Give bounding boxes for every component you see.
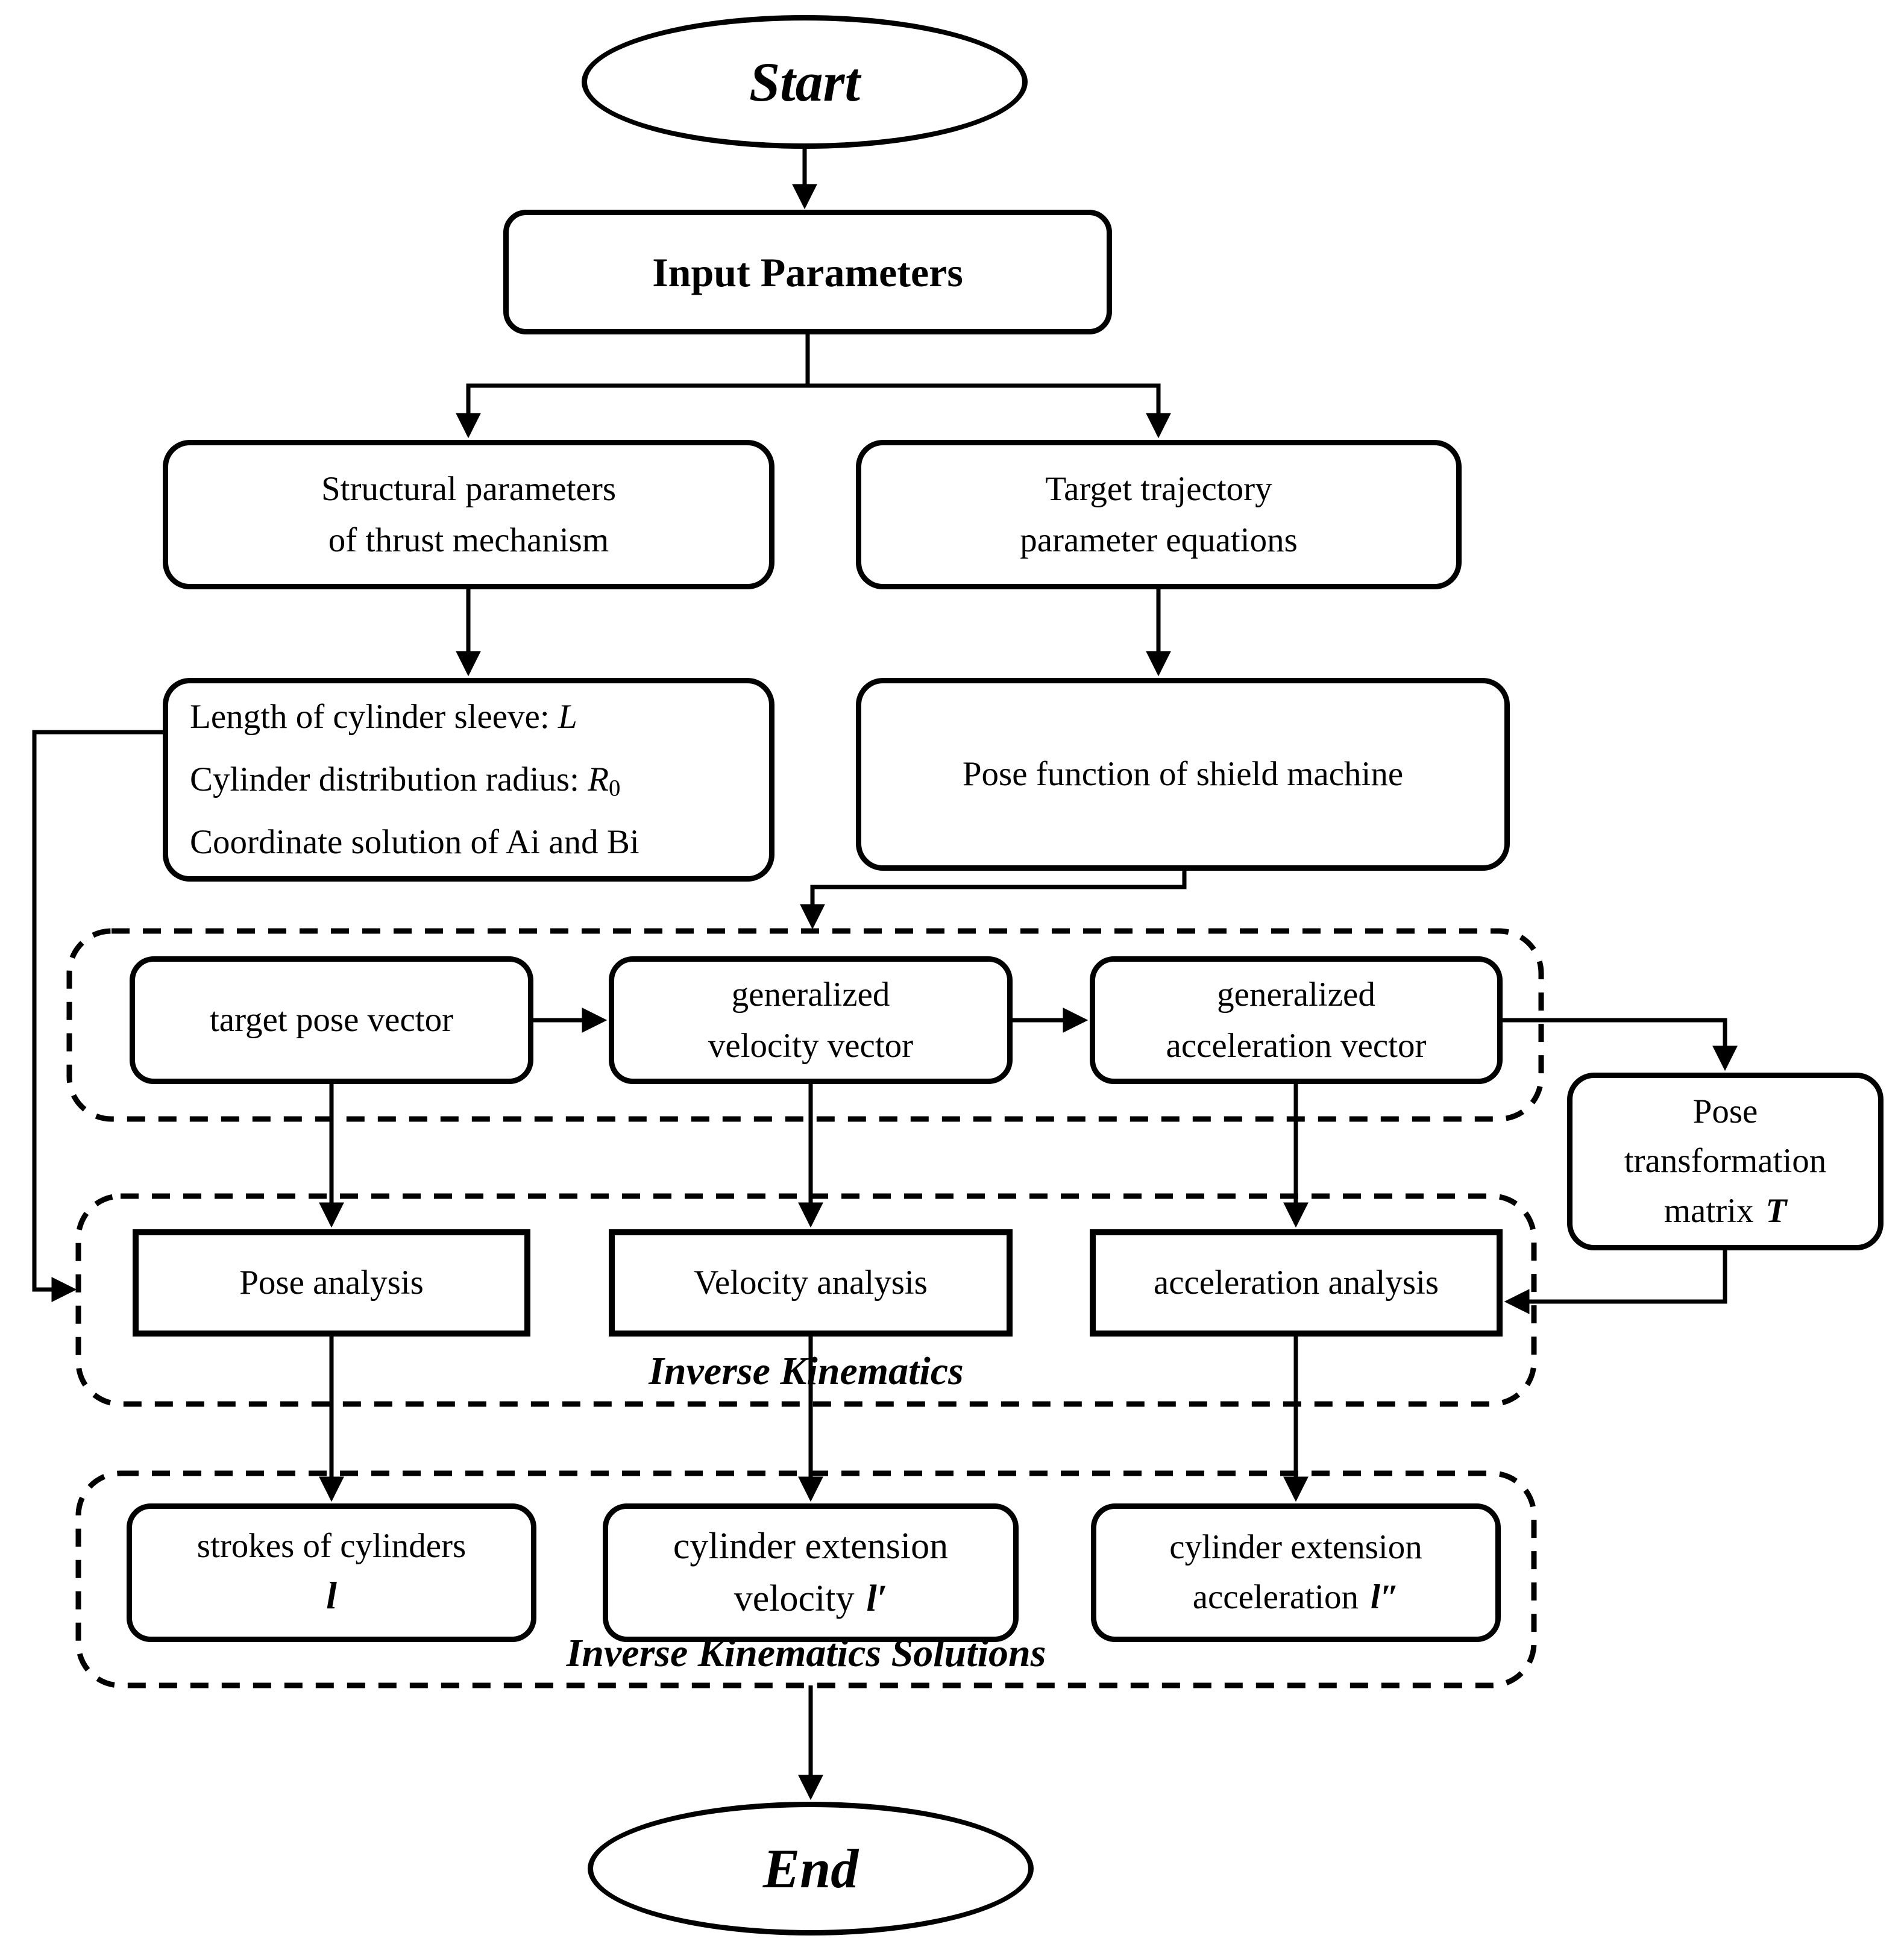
input-parameters-label: Input Parameters <box>652 249 963 295</box>
extension-acceleration-line1: cylinder extension <box>1169 1528 1422 1567</box>
generalized-velocity-line2: velocity vector <box>708 1027 914 1065</box>
arrow-pose-function-to-vectors <box>800 871 1187 930</box>
target-trajectory-node: Target trajectory parameter equations <box>856 440 1462 589</box>
acceleration-analysis-label: acceleration analysis <box>1153 1264 1439 1302</box>
velocity-analysis-label: Velocity analysis <box>694 1264 928 1302</box>
strokes-var: l <box>326 1574 337 1617</box>
cylinder-parameters-line1: Length of cylinder sleeve: L <box>190 698 577 736</box>
generalized-acceleration-line2: acceleration vector <box>1166 1027 1427 1065</box>
inverse-kinematics-solutions-label: Inverse Kinematics Solutions <box>566 1631 1046 1675</box>
strokes-of-cylinders-node: strokes of cylinders l <box>127 1503 536 1642</box>
generalized-velocity-line1: generalized <box>731 975 890 1014</box>
arrow-transform-matrix-to-acceleration-analysis <box>1504 1250 1727 1314</box>
velocity-analysis-node: Velocity analysis <box>609 1229 1013 1337</box>
structural-parameters-line1: Structural parameters <box>321 469 617 508</box>
cylinder-parameters-line2: Cylinder distribution radius: R0 <box>190 760 621 801</box>
arrow-cylinder-params-to-pose-analysis <box>32 730 163 1302</box>
inverse-kinematics-label: Inverse Kinematics <box>649 1349 964 1393</box>
pose-analysis-label: Pose analysis <box>239 1264 424 1302</box>
pose-function-label: Pose function of shield machine <box>962 755 1404 794</box>
generalized-acceleration-vector-node: generalized acceleration vector <box>1090 956 1503 1084</box>
pose-transformation-line2: transformation <box>1624 1142 1827 1180</box>
extension-velocity-line1: cylinder extension <box>673 1526 949 1567</box>
target-pose-vector-label: target pose vector <box>209 1001 454 1039</box>
pose-transformation-line1: Pose <box>1692 1092 1758 1130</box>
arrow-input-to-target-trajectory <box>808 383 1171 439</box>
structural-parameters-node: Structural parameters of thrust mechanis… <box>163 440 774 589</box>
vectors-dashed-container <box>66 928 1544 1122</box>
target-trajectory-line2: parameter equations <box>1020 521 1298 559</box>
arrow-input-to-structural <box>456 334 810 439</box>
end-label: End <box>762 1838 859 1899</box>
strokes-line1: strokes of cylinders <box>196 1527 467 1566</box>
pose-analysis-node: Pose analysis <box>133 1229 530 1337</box>
cylinder-parameters-line3: Coordinate solution of Ai and Bi <box>190 823 639 861</box>
target-trajectory-line1: Target trajectory <box>1045 469 1272 508</box>
generalized-acceleration-line1: generalized <box>1217 975 1375 1014</box>
start-node: Start <box>582 15 1028 149</box>
structural-parameters-line2: of thrust mechanism <box>328 521 609 559</box>
generalized-velocity-vector-node: generalized velocity vector <box>609 956 1013 1084</box>
input-parameters-node: Input Parameters <box>503 210 1112 334</box>
arrow-acceleration-vector-to-transform-matrix <box>1503 1018 1738 1071</box>
target-pose-vector-node: target pose vector <box>130 956 533 1084</box>
pose-function-node: Pose function of shield machine <box>856 678 1510 871</box>
acceleration-analysis-node: acceleration analysis <box>1090 1229 1503 1337</box>
end-node: End <box>588 1802 1034 1935</box>
cylinder-parameters-node: Length of cylinder sleeve: L Cylinder di… <box>163 678 774 882</box>
start-label: Start <box>749 51 861 113</box>
